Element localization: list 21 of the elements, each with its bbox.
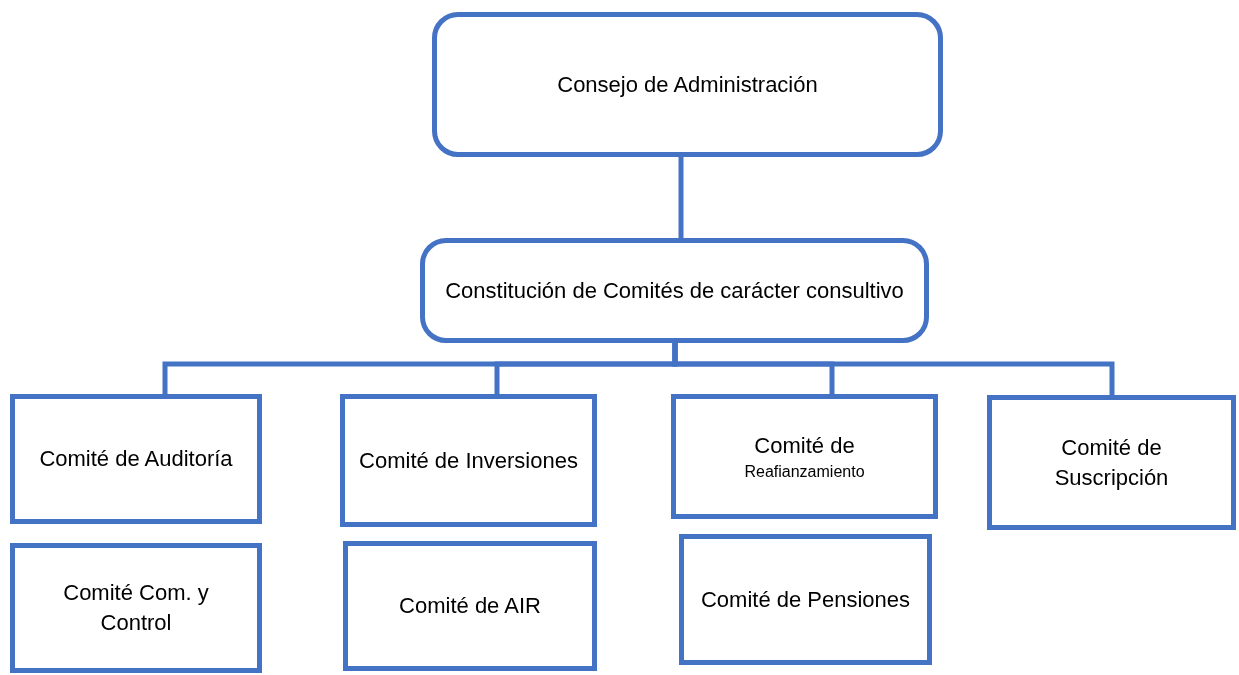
node-label: Comité Com. y Control <box>62 579 210 637</box>
node-label: Constitución de Comités de carácter consultivo <box>445 276 904 305</box>
connector-line <box>672 343 1115 395</box>
rounded-box <box>420 238 929 343</box>
node-label: Comité de Inversiones <box>359 446 578 475</box>
committee-box <box>671 394 938 519</box>
committee-box <box>340 394 597 527</box>
committee-box <box>343 541 597 671</box>
committee-box <box>987 395 1236 530</box>
node-label: Comité de AIR <box>399 592 541 620</box>
node-label: Comité de Auditoría <box>39 445 233 473</box>
node-label: Comité de Suscripción <box>1053 433 1170 492</box>
committee-box <box>679 534 932 665</box>
rounded-box <box>432 12 943 157</box>
connector-line <box>678 157 684 238</box>
node-label: Comité de Pensiones <box>700 585 911 614</box>
node-label: Reafianzamiento <box>744 461 865 482</box>
committee-box <box>10 394 262 524</box>
node-label: Consejo de Administración <box>557 70 818 99</box>
node-label: Comité de <box>754 431 855 460</box>
committee-box <box>10 543 262 673</box>
